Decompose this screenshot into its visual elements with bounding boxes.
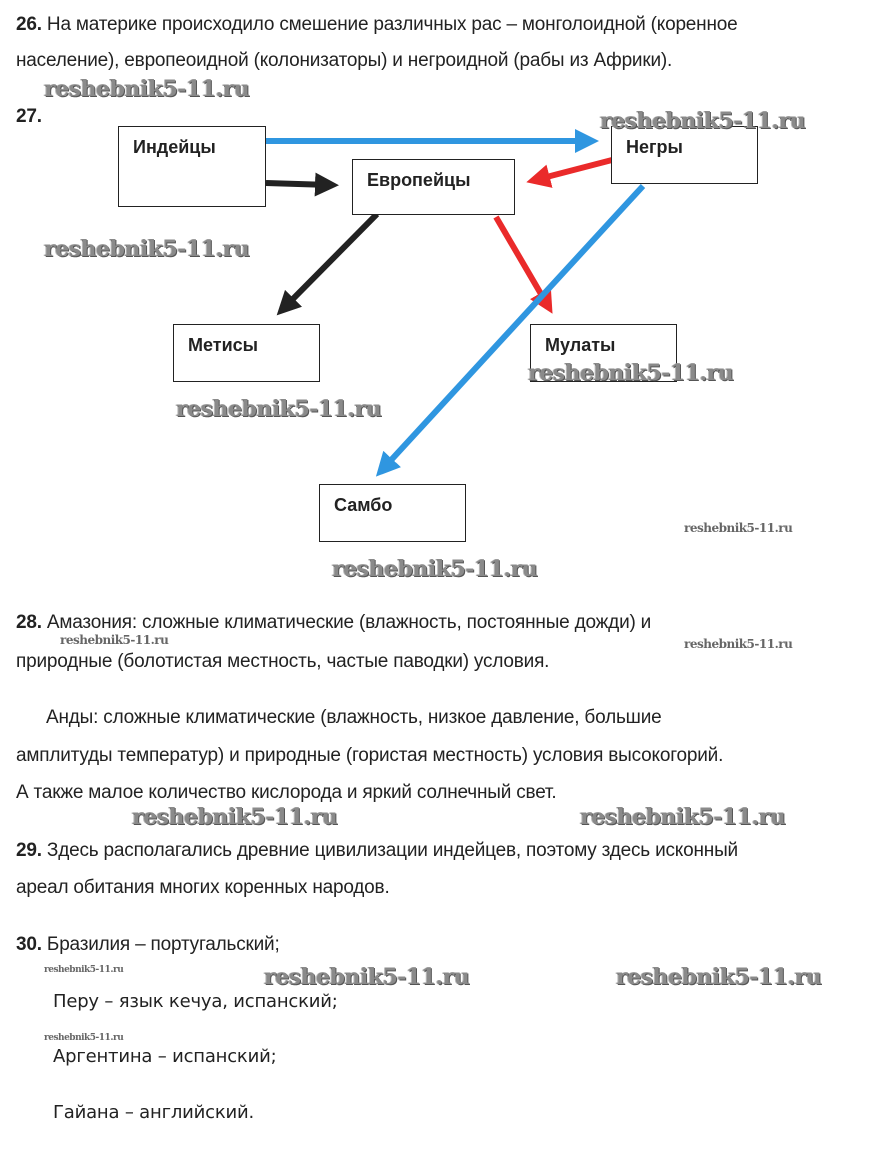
q30-text-4: Гайана – английский. <box>53 1102 255 1123</box>
watermark: reshebnik5-11.ru <box>332 556 538 582</box>
node-indians: Индейцы <box>118 126 266 207</box>
node-negroes: Негры <box>611 126 758 184</box>
watermark: reshebnik5-11.ru <box>528 360 734 386</box>
q26-text-2: население), европеоидной (колонизаторы) … <box>16 50 673 71</box>
watermark: reshebnik5-11.ru <box>44 76 250 102</box>
arrow-europeans-to-mestizos <box>276 211 380 316</box>
node-mestizos: Метисы <box>173 324 320 382</box>
arrow-negroes-to-zambo <box>375 183 646 477</box>
q26-line2: население), европеоидной (колонизаторы) … <box>16 50 672 72</box>
node-indians-label: Индейцы <box>133 137 216 157</box>
watermark: reshebnik5-11.ru <box>176 396 382 422</box>
arrow-negroes-to-europeans <box>526 157 613 188</box>
node-zambo: Самбо <box>319 484 466 542</box>
q29-line2: ареал обитания многих коренных народов. <box>16 877 390 899</box>
q29-text-2: ареал обитания многих коренных народов. <box>16 877 390 898</box>
q28-number: 28. <box>16 612 42 633</box>
q29-line1: 29. Здесь располагались древние цивилиза… <box>16 840 738 862</box>
arrow-indians-to-europeans <box>265 172 339 197</box>
watermark: reshebnik5-11.ru <box>684 521 793 535</box>
q28-text-3: Анды: сложные климатические (влажность, … <box>46 707 662 728</box>
arrow-europeans-to-mulattoes <box>493 215 553 314</box>
q26-text-1: На материке происходило смешение различн… <box>46 14 738 35</box>
watermark: reshebnik5-11.ru <box>44 965 124 975</box>
watermark: reshebnik5-11.ru <box>44 236 250 262</box>
watermark: reshebnik5-11.ru <box>600 108 806 134</box>
q29-text-1: Здесь располагались древние цивилизации … <box>46 840 738 861</box>
watermark: reshebnik5-11.ru <box>132 804 338 830</box>
q30-text-2: Перу – язык кечуа, испанский; <box>53 991 338 1012</box>
node-mulattoes-label: Мулаты <box>545 335 616 355</box>
q29-number: 29. <box>16 840 42 861</box>
node-zambo-label: Самбо <box>334 495 393 515</box>
q26-number: 26. <box>16 14 42 35</box>
node-mulattoes: Мулаты <box>530 324 677 382</box>
q30-line2: Перу – язык кечуа, испанский; <box>53 991 338 1013</box>
q28-text-5: А также малое количество кислорода и ярк… <box>16 782 557 803</box>
watermark: reshebnik5-11.ru <box>580 804 786 830</box>
watermark: reshebnik5-11.ru <box>264 964 470 990</box>
watermark: reshebnik5-11.ru <box>60 633 169 647</box>
q26-line1: 26. На материке происходило смешение раз… <box>16 14 738 36</box>
q30-line4: Гайана – английский. <box>53 1102 254 1124</box>
race-mixing-diagram <box>265 129 646 477</box>
q30-line3: Аргентина – испанский; <box>53 1046 277 1068</box>
q27-number: 27. <box>16 106 42 128</box>
watermark: reshebnik5-11.ru <box>44 1033 124 1043</box>
q28-text-4: амплитуды температур) и природные (горис… <box>16 745 724 766</box>
q28-text-1: Амазония: сложные климатические (влажнос… <box>46 612 652 633</box>
q30-line1: 30. Бразилия – португальский; <box>16 934 280 956</box>
node-europeans: Европейцы <box>352 159 515 215</box>
q28-line4: амплитуды температур) и природные (горис… <box>16 745 723 767</box>
node-mestizos-label: Метисы <box>188 335 259 355</box>
q28-text-2: природные (болотистая местность, частые … <box>16 651 550 672</box>
q28-line5: А также малое количество кислорода и ярк… <box>16 782 557 804</box>
q27-number-text: 27. <box>16 106 42 127</box>
node-europeans-label: Европейцы <box>367 170 471 190</box>
q28-line2: природные (болотистая местность, частые … <box>16 651 549 673</box>
q28-line3: Анды: сложные климатические (влажность, … <box>46 707 662 729</box>
watermark: reshebnik5-11.ru <box>616 964 822 990</box>
watermark: reshebnik5-11.ru <box>684 637 793 651</box>
q30-number: 30. <box>16 934 42 955</box>
q30-text-3: Аргентина – испанский; <box>53 1046 277 1067</box>
q28-line1: 28. Амазония: сложные климатические (вла… <box>16 612 651 634</box>
q30-text-1: Бразилия – португальский; <box>46 934 280 955</box>
node-negroes-label: Негры <box>626 137 683 157</box>
